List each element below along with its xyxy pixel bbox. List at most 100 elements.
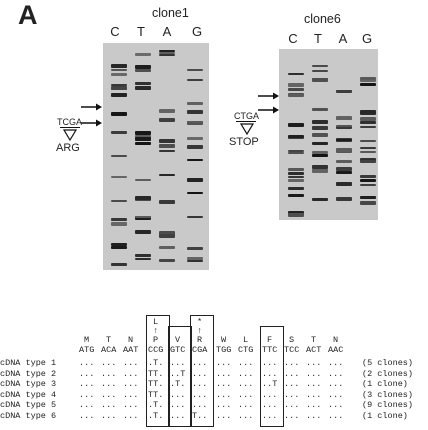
gel-band xyxy=(288,168,304,171)
gel1-image xyxy=(103,43,209,270)
cdna-cell: ... xyxy=(79,410,95,421)
gel-band xyxy=(312,154,328,157)
gel-band xyxy=(111,112,127,116)
gel-band xyxy=(187,110,203,114)
cdna-cell: ... xyxy=(192,379,208,389)
gel1-triangle-icon xyxy=(63,129,77,141)
gel-band xyxy=(360,140,376,142)
panel-label: A xyxy=(18,0,38,30)
gel-band xyxy=(336,182,352,186)
gel-band xyxy=(111,263,127,266)
gel-band xyxy=(288,88,304,91)
gel-band xyxy=(187,121,203,125)
gel1-mutation-effect: ARG xyxy=(56,142,80,154)
gel-band xyxy=(288,135,304,138)
gel-band xyxy=(312,78,328,82)
cdna-cell: ... xyxy=(170,358,186,368)
cdna-cell: ... xyxy=(328,400,344,410)
codon-cell: TTC xyxy=(262,345,278,355)
gel-band xyxy=(360,179,376,182)
cdna-cell: ... xyxy=(306,368,322,379)
cdna-cell: ... xyxy=(306,358,322,368)
cdna-cell: .T. xyxy=(170,379,186,389)
gel-band xyxy=(159,246,175,249)
gel-band xyxy=(111,200,127,202)
cdna-cell: .T. xyxy=(148,400,164,410)
gel-band xyxy=(288,83,304,87)
gel2-lane-a: A xyxy=(338,31,348,46)
codon-box-p xyxy=(146,315,170,427)
gel-band xyxy=(288,211,304,214)
cdna-cell: ... xyxy=(262,400,278,410)
gel1-lane-t: T xyxy=(137,24,145,39)
gel-band xyxy=(159,50,175,52)
cdna-cell: TT. xyxy=(148,379,164,389)
gel2-title: clone6 xyxy=(304,12,341,26)
cdna-cell: ... xyxy=(216,358,232,368)
cdna-cell: ... xyxy=(328,368,344,379)
gel-band xyxy=(111,131,127,134)
gel2-triangle-icon xyxy=(240,123,254,135)
gel-band xyxy=(135,82,151,85)
gel-band xyxy=(288,73,304,75)
gel-band xyxy=(159,234,175,238)
cdna-cell: ..T xyxy=(262,379,278,389)
cdna-cell: ... xyxy=(284,400,300,410)
gel-band xyxy=(187,137,203,140)
cdna-cell: ... xyxy=(328,389,344,400)
codon-cell: ACT xyxy=(306,345,322,355)
cdna-cell: ... xyxy=(123,389,139,400)
aa-cell: R xyxy=(197,335,203,345)
gel-band xyxy=(336,148,352,152)
gel-band xyxy=(135,254,151,257)
cdna-cell: ... xyxy=(328,358,344,368)
aa-cell: T xyxy=(311,335,317,345)
gel-band xyxy=(288,152,304,154)
cdna-cell: ... xyxy=(238,410,254,421)
gel-band xyxy=(159,109,175,113)
cdna-cell: ... xyxy=(79,379,95,389)
gel2-lane-t: T xyxy=(314,31,322,46)
gel-band xyxy=(288,172,304,175)
cdna-cell: ... xyxy=(79,389,95,400)
gel-band xyxy=(159,139,175,143)
cdna-type-label: cDNA type 1 xyxy=(0,358,57,368)
gel2-mutation-codon: CTGA xyxy=(234,111,260,121)
aa-cell: T xyxy=(106,335,112,345)
cdna-cell: ... xyxy=(170,400,186,410)
gel-band xyxy=(312,198,328,201)
gel-band xyxy=(288,123,304,127)
cdna-cell: ... xyxy=(192,368,208,379)
gel-band xyxy=(336,139,352,141)
gel-band xyxy=(360,121,376,124)
cdna-cell: T.. xyxy=(192,410,208,421)
cdna-type-label: cDNA type 2 xyxy=(0,368,57,379)
clone-count: (5 clones) xyxy=(362,358,414,368)
cdna-cell: ... xyxy=(192,358,208,368)
variant-arrow-p: ↑ xyxy=(153,326,159,336)
aa-cell: N xyxy=(128,335,134,345)
gel-band xyxy=(135,230,151,234)
gel-band xyxy=(187,145,203,149)
gel-band xyxy=(288,137,304,139)
aa-cell: P xyxy=(153,335,159,345)
aa-cell: N xyxy=(333,335,339,345)
gel-band xyxy=(336,126,352,129)
cdna-cell: ... xyxy=(79,358,95,368)
gel-band xyxy=(135,135,151,138)
gel-band xyxy=(187,257,203,260)
gel-band xyxy=(111,93,127,97)
cdna-cell: ... xyxy=(123,400,139,410)
gel-band xyxy=(288,213,304,217)
gel-band xyxy=(360,126,376,128)
gel-band xyxy=(360,117,376,121)
cdna-cell: TT. xyxy=(148,368,164,379)
gel1-lane-g: G xyxy=(191,24,203,39)
aa-cell: M xyxy=(84,335,90,345)
cdna-cell: ... xyxy=(262,358,278,368)
gel1-lane-a: A xyxy=(162,24,172,39)
cdna-cell: ... xyxy=(101,389,117,400)
gel-band xyxy=(336,116,352,120)
codon-cell: AAC xyxy=(328,345,344,355)
